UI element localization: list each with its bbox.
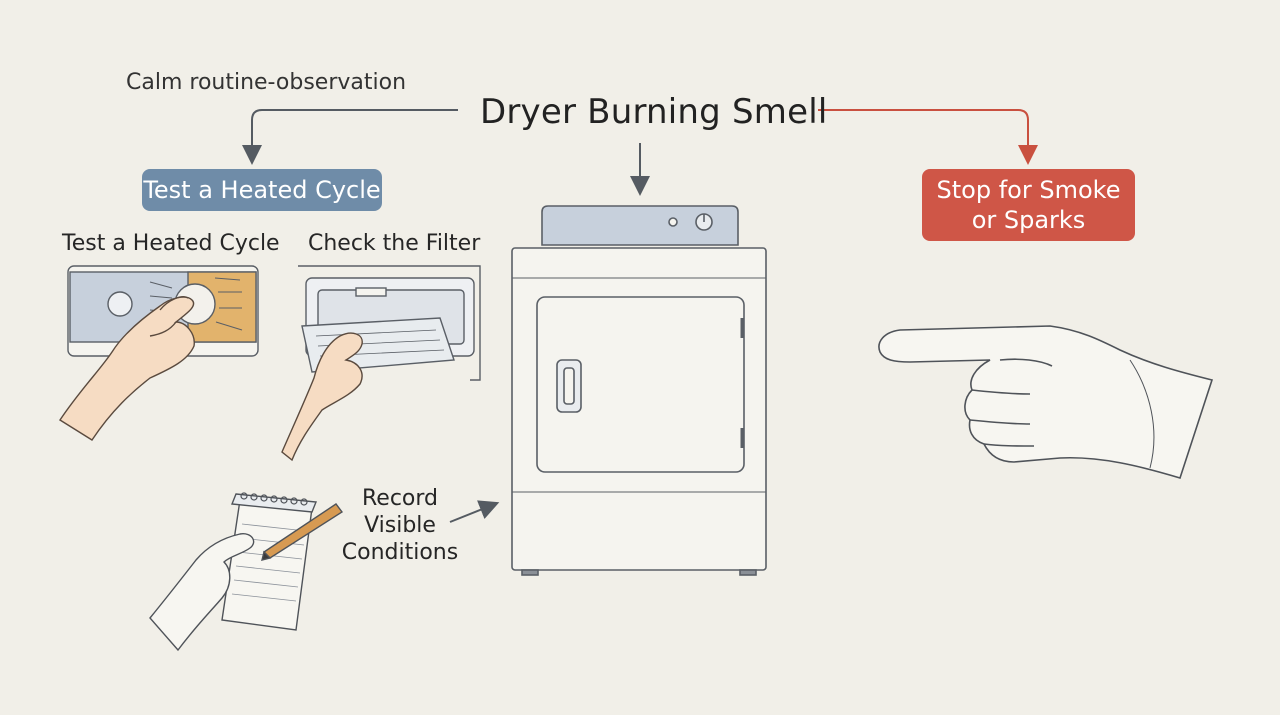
pointing-hand-illustration xyxy=(878,325,1214,479)
stop-smoke-sparks-pill: Stop for Smoke or Sparks xyxy=(922,169,1135,241)
filter-hand-illustration xyxy=(281,265,481,462)
test-heated-cycle-pill: Test a Heated Cycle xyxy=(142,169,382,211)
check-filter-step-label: Check the Filter xyxy=(308,231,481,256)
dryer-illustration xyxy=(511,205,767,576)
dial-hand-illustration xyxy=(59,265,259,441)
record-conditions-label: Record Visible Conditions xyxy=(320,485,480,566)
arrow-to-blue-pill xyxy=(242,109,458,165)
stop-pill-line-2: or Sparks xyxy=(971,206,1086,234)
arrow-record-to-dryer xyxy=(449,500,500,523)
record-line-2: Visible xyxy=(364,513,436,538)
notepad-pencil-illustration xyxy=(149,492,344,652)
routine-observation-label: Calm routine-observation xyxy=(126,70,407,95)
stop-pill-line-1: Stop for Smoke xyxy=(936,176,1121,204)
record-line-3: Conditions xyxy=(341,540,459,565)
diagram-title: Dryer Burning Smell xyxy=(480,92,828,132)
heated-cycle-step-label: Test a Heated Cycle xyxy=(62,231,280,256)
arrow-to-red-pill xyxy=(818,109,1038,165)
record-line-1: Record xyxy=(361,486,438,511)
